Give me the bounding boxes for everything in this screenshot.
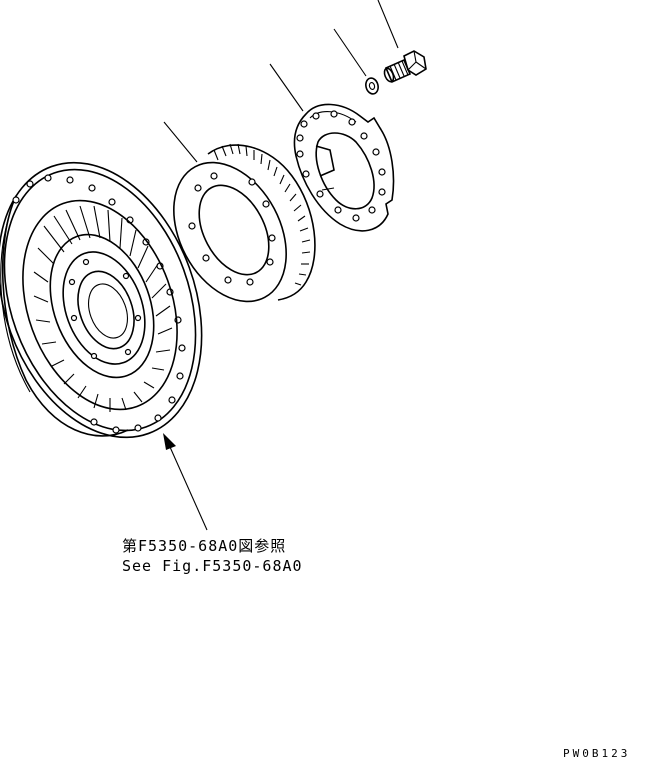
ring-gear (173, 143, 316, 303)
reference-callout-en: See Fig.F5350-68A0 (122, 557, 303, 575)
torque-converter (0, 161, 203, 439)
leader-lines (163, 0, 399, 531)
leader-arrow-head (163, 433, 176, 450)
leader-line-ring-gear (163, 121, 198, 163)
leader-line-washer (333, 28, 367, 77)
leader-line-reference (169, 446, 208, 531)
leader-line-bolt (377, 0, 399, 49)
retainer-plate (293, 103, 395, 232)
leader-line-retainer (269, 63, 304, 112)
flange-holes (12, 174, 186, 434)
drawing-code: PW0B123 (563, 747, 631, 760)
bolt (383, 50, 427, 84)
turbine-blades (33, 205, 173, 412)
lock-washer (365, 77, 379, 95)
reference-callout-jp: 第F5350-68A0図参照 (122, 537, 287, 555)
